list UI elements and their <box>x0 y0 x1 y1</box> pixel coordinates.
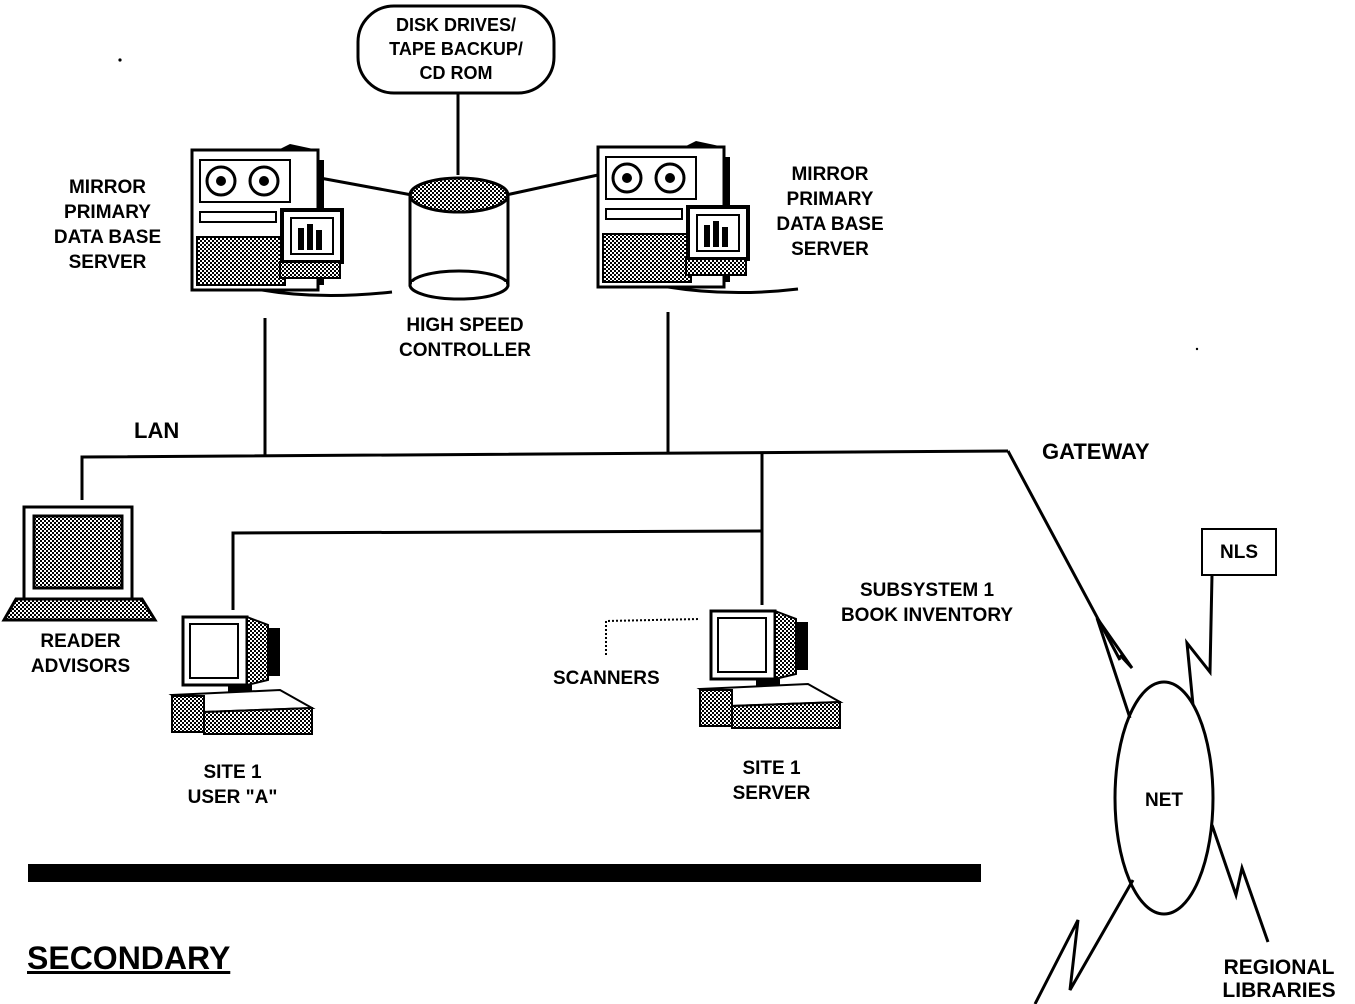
lan-label: LAN <box>134 418 180 443</box>
server-left-label: MIRROR PRIMARY DATA BASE SERVER <box>53 177 162 273</box>
lower-lightning-link <box>1033 879 1135 1004</box>
server-right-label: MIRROR PRIMARY DATA BASE SERVER <box>776 164 884 260</box>
left-server-to-controller <box>319 176 413 197</box>
scanners-label: SCANNERS <box>553 668 660 689</box>
laptop-icon <box>1 505 158 622</box>
lan-bus <box>80 449 1009 500</box>
gateway-label: GATEWAY <box>1042 439 1150 464</box>
nls-label: NLS <box>1220 542 1258 563</box>
site-server-computer-icon <box>696 609 844 729</box>
scanner-link <box>605 618 701 655</box>
speck <box>118 58 122 62</box>
left-server-icon <box>190 144 393 298</box>
storage-box <box>356 4 556 95</box>
regional-libraries-label: REGIONAL LIBRARIES <box>1222 956 1336 1002</box>
speck <box>1195 347 1199 351</box>
gateway-lightning-link <box>1095 617 1134 719</box>
secondary-heading: SECONDARY <box>27 940 231 976</box>
right-server-to-controller <box>505 173 599 197</box>
nls-box <box>1201 528 1277 576</box>
user-a-link <box>231 529 763 610</box>
site-server-label: SITE 1 SERVER <box>732 758 811 804</box>
site-user-label: SITE 1 USER "A" <box>187 762 278 808</box>
net-label: NET <box>1145 790 1183 811</box>
right-server-icon <box>596 141 799 295</box>
controller-label: HIGH SPEED CONTROLLER <box>399 315 531 361</box>
subsystem-label: SUBSYSTEM 1 BOOK INVENTORY <box>840 580 1014 626</box>
net-ellipse <box>1113 680 1215 916</box>
nls-lightning-link <box>1185 574 1214 706</box>
reader-advisors-label: READER ADVISORS <box>30 631 131 677</box>
section-divider <box>28 864 981 882</box>
storage-label: DISK DRIVES/ TAPE BACKUP/ CD ROM <box>389 15 523 83</box>
controller-cylinder-icon <box>408 176 510 301</box>
user-a-computer-icon <box>168 615 316 735</box>
regional-lightning-link <box>1210 824 1270 943</box>
